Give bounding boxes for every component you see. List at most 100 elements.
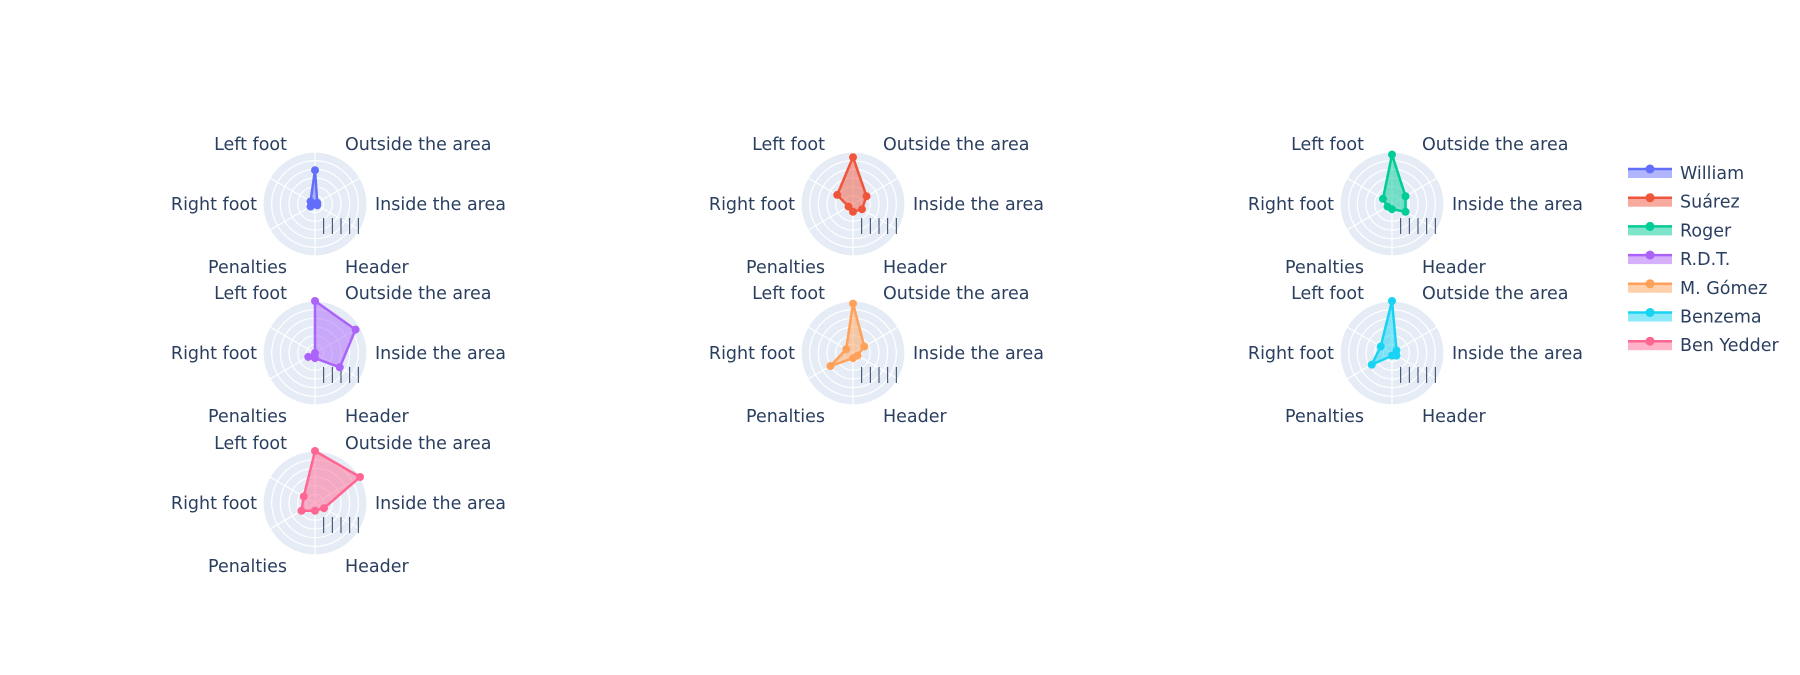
angular-axis-label: Inside the area — [1452, 344, 1583, 364]
angular-axis-label: Header — [1422, 258, 1487, 278]
legend-label: Ben Yedder — [1680, 336, 1780, 356]
legend-item[interactable]: Ben Yedder — [1628, 336, 1780, 356]
angular-axis-label: Inside the area — [375, 344, 506, 364]
series-point — [1388, 351, 1396, 360]
series-point — [849, 207, 857, 216]
angular-axis-label: Header — [345, 258, 410, 278]
series-point — [1367, 360, 1376, 369]
angular-axis-label: Penalties — [1285, 407, 1364, 427]
legend-marker — [1645, 279, 1655, 289]
legend-label: Roger — [1680, 221, 1732, 241]
angular-axis-label: Outside the area — [883, 135, 1029, 155]
series-point — [1388, 297, 1396, 305]
angular-axis-label: Header — [883, 258, 948, 278]
angular-axis-label: Header — [345, 407, 410, 427]
angular-axis-label: Header — [1422, 407, 1487, 427]
legend-marker — [1645, 164, 1655, 174]
angular-axis-label: Right foot — [1248, 195, 1334, 215]
legend-marker — [1645, 308, 1655, 317]
legend-marker — [1645, 250, 1655, 260]
angular-axis-label: Outside the area — [345, 135, 491, 155]
legend-label: Benzema — [1680, 308, 1762, 328]
angular-axis-label: Outside the area — [883, 284, 1029, 304]
angular-axis-label: Penalties — [746, 407, 825, 427]
angular-axis-label: Right foot — [1248, 344, 1334, 364]
series-point — [320, 504, 329, 513]
series-point — [311, 297, 319, 305]
angular-axis-label: Right foot — [171, 195, 257, 215]
legend-item[interactable]: R.D.T. — [1628, 250, 1730, 270]
angular-axis-label: Outside the area — [345, 284, 491, 304]
series-point — [311, 166, 319, 175]
series-point — [297, 506, 306, 515]
angular-axis-label: Penalties — [208, 258, 287, 278]
series-point — [311, 447, 319, 455]
legend-item[interactable]: Suárez — [1628, 193, 1740, 213]
series-point — [1376, 342, 1385, 351]
angular-axis-label: Left foot — [214, 434, 287, 454]
polar-grid-spoke — [314, 203, 361, 231]
legend-label: William — [1680, 164, 1744, 184]
series-point — [351, 325, 360, 334]
series-point — [311, 506, 319, 515]
legend-item[interactable]: Roger — [1628, 221, 1732, 241]
series-point — [1378, 194, 1387, 203]
polar-grid-spoke — [269, 326, 316, 354]
angular-axis-label: Right foot — [171, 494, 257, 514]
angular-axis-label: Penalties — [1285, 258, 1364, 278]
angular-axis-label: Right foot — [709, 195, 795, 215]
angular-axis-label: Inside the area — [913, 195, 1044, 215]
legend-item[interactable]: Benzema — [1628, 308, 1762, 328]
angular-axis-label: Inside the area — [913, 344, 1044, 364]
series-point — [1401, 192, 1410, 201]
angular-axis-label: Penalties — [208, 557, 287, 577]
angular-axis-label: Left foot — [214, 135, 287, 155]
series-point — [299, 492, 308, 501]
series-point — [849, 153, 857, 162]
angular-axis-label: Right foot — [171, 344, 257, 364]
series-point — [844, 202, 853, 211]
angular-axis-label: Penalties — [746, 258, 825, 278]
angular-axis-label: Left foot — [1291, 135, 1364, 155]
legend-item[interactable]: M. Gómez — [1628, 279, 1768, 299]
angular-axis-label: Inside the area — [1452, 195, 1583, 215]
angular-axis-label: Outside the area — [1422, 284, 1568, 304]
angular-axis-label: Outside the area — [345, 434, 491, 454]
series-point — [356, 473, 365, 481]
legend-item[interactable]: William — [1628, 164, 1744, 184]
angular-axis-label: Left foot — [1291, 284, 1364, 304]
legend-label: Suárez — [1680, 193, 1740, 213]
angular-axis-label: Left foot — [752, 284, 825, 304]
series-point — [842, 345, 851, 354]
series-point — [1383, 202, 1392, 211]
series-point — [1401, 207, 1410, 216]
series-point — [335, 363, 344, 372]
angular-axis-label: Left foot — [752, 135, 825, 155]
angular-axis-label: Inside the area — [375, 494, 506, 514]
polar-grid-spoke — [314, 177, 361, 205]
angular-axis-label: Inside the area — [375, 195, 506, 215]
series-point — [1388, 150, 1396, 159]
series-point — [311, 349, 319, 357]
angular-axis-label: Penalties — [208, 407, 287, 427]
series-point — [306, 197, 315, 206]
angular-axis-label: Outside the area — [1422, 135, 1568, 155]
legend-marker — [1645, 193, 1655, 203]
legend-marker — [1645, 336, 1655, 346]
angular-axis-label: Header — [883, 407, 948, 427]
series-point — [826, 362, 835, 370]
angular-axis-label: Left foot — [214, 284, 287, 304]
angular-axis-label: Header — [345, 557, 410, 577]
series-point — [304, 352, 313, 361]
series-point — [833, 190, 842, 199]
